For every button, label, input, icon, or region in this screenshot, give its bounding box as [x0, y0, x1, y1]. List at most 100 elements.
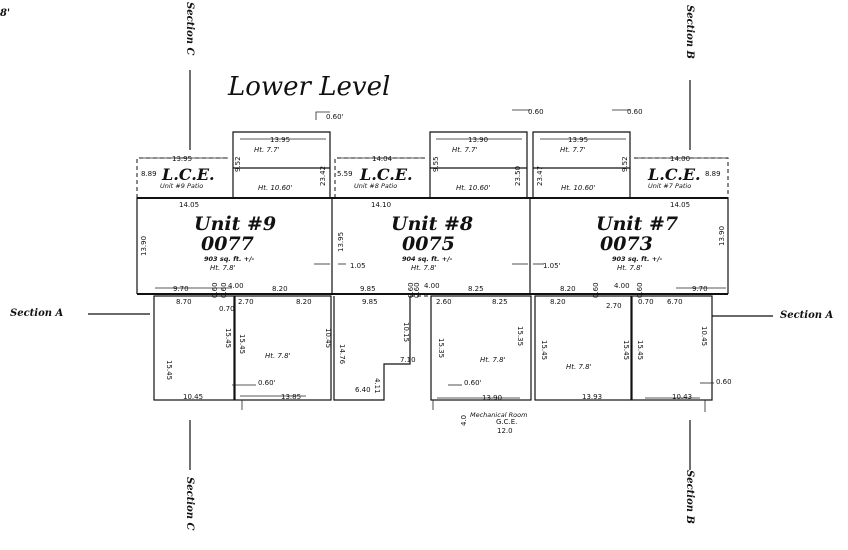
dim-label: 14.76 — [338, 344, 346, 365]
mech-depth: 4.0 — [460, 415, 468, 426]
dim-label: 4.11 — [373, 378, 381, 394]
dim-label: 10.43 — [672, 393, 692, 401]
dim-label: 8.20 — [296, 298, 312, 306]
dim-label: 14.10 — [371, 201, 391, 209]
dim-label: 0.60 — [636, 282, 644, 298]
dim-label: 0.60' — [258, 379, 276, 387]
dim-label: 4.00 — [228, 282, 244, 290]
unit-9-number: 0077 — [201, 233, 254, 255]
unit-9-name: Unit #9 — [194, 213, 276, 235]
dim-label: 8.20 — [550, 298, 566, 306]
dim-label: 10.45 — [700, 326, 708, 346]
ht-lower-unit-8: Ht. 7.8' — [480, 356, 506, 364]
ht-lower-unit-9: Ht. 7.8' — [265, 352, 291, 360]
section-b-label-top: Section B — [684, 5, 695, 59]
dim-label: 10.15 — [402, 322, 410, 342]
dim-label: 8.70 — [176, 298, 192, 306]
dim-label: 15.45 — [224, 328, 232, 348]
dim-label: 23.47 — [536, 166, 544, 186]
unit-7-area: 903 sq. ft. +/- — [612, 255, 663, 263]
dimension-labels: 0.60' 0.60 0.60 13.95 13.90 13.95 13.95 … — [140, 108, 732, 402]
unit-8-area: 904 sq. ft. +/- — [402, 255, 453, 263]
dim-label: 4.00 — [424, 282, 440, 290]
dim-label: 9.70 — [692, 285, 708, 293]
section-c-label-top: Section C — [184, 2, 195, 56]
section-b-label-bottom: Section B — [684, 470, 695, 524]
dim-label: 15.45 — [622, 340, 630, 360]
section-a-label-left: Section A — [10, 308, 64, 319]
unit-9-height: Ht. 7.8' — [210, 264, 236, 272]
dim-label: 13.95 — [270, 136, 290, 144]
dim-label: 2.60 — [436, 298, 452, 306]
dim-label: 2.70 — [606, 302, 622, 310]
dim-label: 7.10 — [400, 356, 416, 364]
dim-label: 8.20 — [272, 285, 288, 293]
dim-label: 0.60' — [464, 379, 482, 387]
dim-label: 23.50 — [514, 166, 522, 186]
lce-sub-unit-7: Unit #7 Patio — [648, 182, 691, 190]
dimension-lines — [140, 109, 726, 412]
dim-label: 0.60 — [407, 282, 415, 298]
dim-label: 8.25 — [468, 285, 484, 293]
ht-room-8-upper: Ht. 7.7' — [452, 146, 478, 154]
dim-label: 2.70 — [238, 298, 254, 306]
dim-label: 6.70 — [667, 298, 683, 306]
dim-label: 4.00 — [614, 282, 630, 290]
dim-label: 13.90 — [140, 236, 148, 256]
mech-room-label: Mechanical Room — [470, 411, 527, 419]
dim-label: 5.59 — [337, 170, 353, 178]
ht-room-9-lower: Ht. 10.60' — [258, 184, 292, 192]
dim-label: 0.60 — [220, 282, 228, 298]
dim-label: 9.52 — [234, 156, 242, 172]
dim-label: 13.85 — [281, 393, 301, 401]
dim-label: 15.35 — [516, 326, 524, 346]
unit-8-name: Unit #8 — [391, 213, 473, 235]
lce-label-unit-9: L.C.E. — [161, 165, 215, 184]
lce-label-unit-7: L.C.E. — [647, 165, 701, 184]
dim-label: 0.70 — [219, 305, 235, 313]
dim-label: 13.90 — [468, 136, 488, 144]
dim-label: 1.05 — [350, 262, 366, 270]
dim-label: 15.45 — [165, 360, 173, 380]
page-title: Lower Level — [227, 72, 390, 102]
dim-label: 0.60' — [326, 113, 344, 121]
dim-label: 13.95 — [172, 155, 192, 163]
unit-7-name: Unit #7 — [596, 213, 678, 235]
lce-label-unit-8: L.C.E. — [359, 165, 413, 184]
mech-width: 12.0 — [497, 427, 513, 435]
section-a-label-right: Section A — [780, 310, 834, 321]
main-band — [136, 197, 729, 295]
ht-room-8-lower: Ht. 10.60' — [456, 184, 490, 192]
dim-label: 0.60 — [211, 282, 219, 298]
dim-label: 8.20 — [560, 285, 576, 293]
ht-room-7-lower: Ht. 10.60' — [561, 184, 595, 192]
dim-label: 14.04 — [372, 155, 393, 163]
dim-label: 13.93 — [582, 393, 602, 401]
dim-label: 9.70 — [173, 285, 189, 293]
unit-8-number: 0075 — [402, 233, 455, 255]
dim-label: 0.60 — [413, 282, 421, 298]
dim-label: 9.85 — [360, 285, 376, 293]
ht-room-9-upper: Ht. 7.7' — [254, 146, 280, 154]
ht-lower-unit-7: Ht. 7.8' — [566, 363, 592, 371]
dim-label: 14.05 — [670, 201, 690, 209]
dim-label: 14.05 — [179, 201, 199, 209]
dim-label: 6.40 — [355, 386, 371, 394]
dim-label: 13.90 — [482, 394, 502, 402]
dim-label: 10.45 — [183, 393, 203, 401]
upper-room-unit-7 — [532, 131, 631, 198]
dim-label: 13.95 — [337, 232, 345, 252]
unit-7-number: 0073 — [600, 233, 653, 255]
lower-rooms — [153, 295, 713, 401]
upper-room-unit-8 — [429, 131, 528, 198]
dim-label: 0.70 — [638, 298, 654, 306]
dim-label: 1.05' — [543, 262, 561, 270]
dim-label: 9.85 — [362, 298, 378, 306]
dim-label: 14.00 — [670, 155, 690, 163]
corner-mark: 8' — [0, 8, 10, 19]
upper-room-unit-9 — [232, 131, 331, 198]
dim-label: 15.45 — [540, 340, 548, 360]
dim-label: 8.25 — [492, 298, 508, 306]
dim-label: 15.45 — [636, 340, 644, 360]
